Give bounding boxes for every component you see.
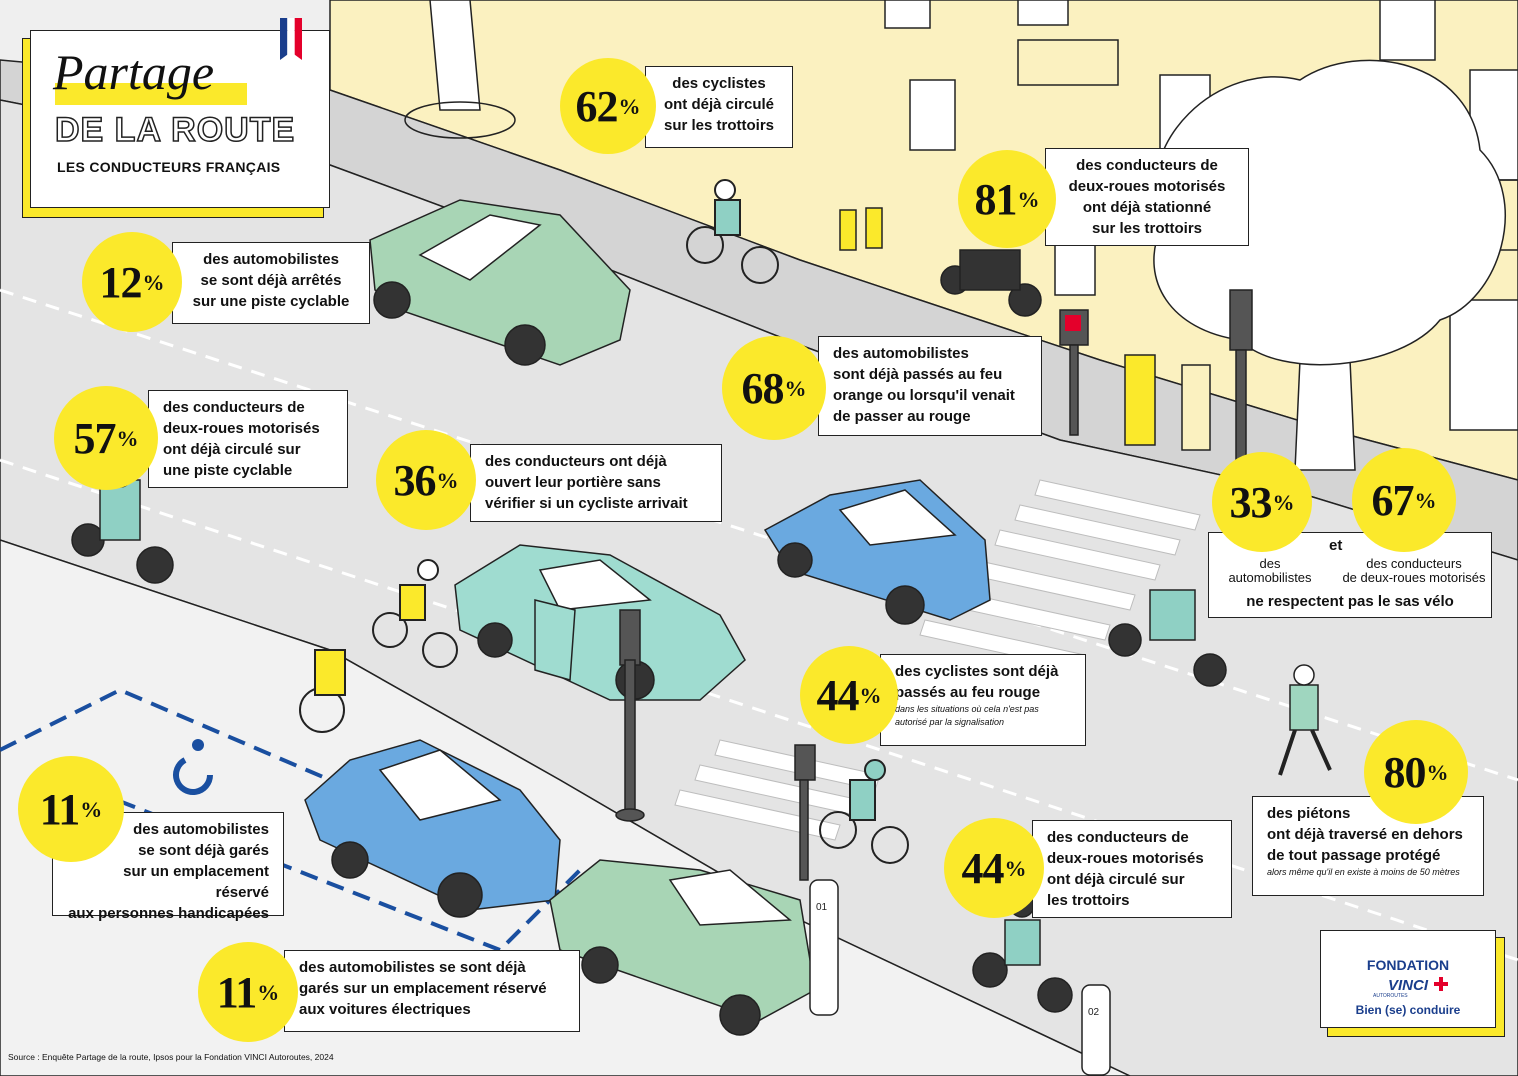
stat-33-percent: % [1272, 490, 1295, 516]
walking-pedestrian [1278, 664, 1332, 776]
stat-62-percent: % [618, 94, 641, 120]
blue-car-right [763, 479, 991, 625]
stat-44-cyclists-text: des cyclistes sont déjà passés au feu ro… [880, 654, 1086, 746]
stat-36-text: des conducteurs ont déjà ouvert leur por… [470, 444, 722, 522]
stat-11-electric-percent: % [257, 980, 280, 1006]
title-card: Partage DE LA ROUTE LES CONDUCTEURS FRAN… [22, 18, 330, 218]
stat-12-text: des automobilistes se sont déjà arrêtés … [172, 242, 370, 324]
stat-11-electric-number: 11 [216, 967, 258, 1017]
charging-posts [809, 879, 1111, 1076]
french-flag-icon [280, 18, 302, 60]
stat-80-badge: 80% [1364, 720, 1468, 824]
cyclist-lower [819, 759, 909, 864]
stat-81-percent: % [1017, 187, 1040, 213]
stat-44-twowheelers-percent: % [1004, 856, 1027, 882]
stat-68-number: 68 [741, 363, 785, 413]
scooter-top [940, 249, 1042, 317]
stat-80-percent: % [1426, 760, 1449, 786]
scooter-right [1108, 589, 1227, 687]
stat-12-badge: 12% [82, 232, 182, 332]
stat-68-text: des automobilistes sont déjà passés au f… [818, 336, 1042, 436]
red-pedestrian-light [1065, 315, 1081, 331]
red-cross-icon [1434, 977, 1448, 991]
blue-car-bottom [304, 739, 561, 918]
stat-62-badge: 62% [560, 58, 656, 154]
stat-pair-right-label: des conducteurs de deux-roues motorisés [1342, 556, 1486, 585]
stat-67-percent: % [1414, 488, 1437, 514]
cyclist-middle [372, 559, 458, 668]
motorcyclist-left [71, 462, 174, 584]
stat-44-cyclists-percent: % [859, 683, 882, 709]
title-highlight [55, 83, 247, 105]
teal-car [454, 544, 746, 701]
stat-33-badge: 33% [1212, 452, 1312, 552]
stat-11-electric-text: des automobilistes se sont déjà garés su… [284, 950, 580, 1032]
stat-81-number: 81 [974, 174, 1018, 224]
lane-marking [0, 288, 1518, 782]
traffic-lights [615, 289, 1253, 881]
pedestrians-adults [1124, 354, 1211, 451]
stat-80-note: alors même qu'il en existe à moins de 50… [1267, 867, 1460, 877]
stat-36-number: 36 [393, 455, 437, 505]
wheelchair-symbol [173, 739, 213, 795]
stat-68-badge: 68% [722, 336, 826, 440]
crosswalk-upper [919, 479, 1201, 671]
logo-line1: FONDATION [1366, 957, 1450, 973]
stat-81-badge: 81% [958, 150, 1056, 248]
logo-line2-sub: AUTOROUTES [1373, 993, 1408, 999]
stat-11-disabled-badge: 11% [18, 756, 124, 862]
stat-57-number: 57 [73, 413, 117, 463]
stat-44-cyclists-note: dans les situations où cela n'est pas au… [895, 704, 1039, 727]
stat-81-text: des conducteurs de deux-roues motorisés … [1045, 148, 1249, 246]
stat-44-twowheelers-number: 44 [961, 843, 1005, 893]
stat-pair-bottom: ne respectent pas le sas vélo [1246, 593, 1454, 610]
green-car-top [369, 199, 631, 366]
stat-44-cyclists-badge: 44% [800, 646, 898, 744]
stat-80-number: 80 [1383, 747, 1427, 797]
stat-33-number: 33 [1229, 477, 1273, 527]
stat-pair-left-label: des automobilistes [1228, 556, 1312, 585]
stat-44-twowheelers-badge: 44% [944, 818, 1044, 918]
logo-card: FONDATION VINCI AUTOROUTES Bien (se) con… [1320, 930, 1496, 1028]
page-subtitle: DE LA ROUTE [54, 110, 296, 150]
stat-11-disabled-percent: % [80, 797, 103, 823]
stat-11-electric-badge: 11% [198, 942, 298, 1042]
stat-36-badge: 36% [376, 430, 476, 530]
stat-12-number: 12 [99, 257, 143, 307]
stat-44-twowheelers-text: des conducteurs de deux-roues motorisés … [1032, 820, 1232, 918]
pedestrians-kids [839, 207, 883, 251]
stat-44-cyclists-number: 44 [816, 670, 860, 720]
bay-number-1: 01 [816, 902, 828, 913]
tree [404, 0, 1506, 471]
stat-62-number: 62 [575, 81, 619, 131]
green-pickup [549, 859, 816, 1036]
stat-36-percent: % [436, 468, 459, 494]
stat-57-text: des conducteurs de deux-roues motorisés … [148, 390, 348, 488]
stat-11-disabled-number: 11 [39, 784, 81, 834]
bay-number-2: 02 [1088, 1007, 1100, 1018]
stat-12-percent: % [142, 270, 165, 296]
logo-line2: VINCI [1387, 977, 1428, 994]
stat-67-number: 67 [1371, 475, 1415, 525]
stat-68-percent: % [784, 376, 807, 402]
stat-57-badge: 57% [54, 386, 158, 490]
stat-62-text: des cyclistes ont déjà circulé sur les t… [645, 66, 793, 148]
stat-57-percent: % [116, 426, 139, 452]
source-note: Source : Enquête Partage de la route, Ip… [8, 1052, 334, 1062]
stat-67-badge: 67% [1352, 448, 1456, 552]
page-tagline: LES CONDUCTEURS FRANÇAIS [57, 159, 281, 175]
wheelchair-user [299, 649, 346, 733]
logo-tagline: Bien (se) conduire [1355, 1003, 1461, 1017]
fondation-vinci-logo: FONDATION VINCI AUTOROUTES Bien (se) con… [1320, 930, 1505, 1037]
cyclist-top [686, 179, 779, 284]
stat-pair-and: et [1329, 537, 1343, 554]
stat-80-main: des piétons ont déjà traversé en dehors … [1267, 805, 1463, 864]
stat-44-cyclists-main: des cyclistes sont déjà passés au feu ro… [895, 663, 1059, 701]
page-title: Partage [53, 44, 215, 100]
